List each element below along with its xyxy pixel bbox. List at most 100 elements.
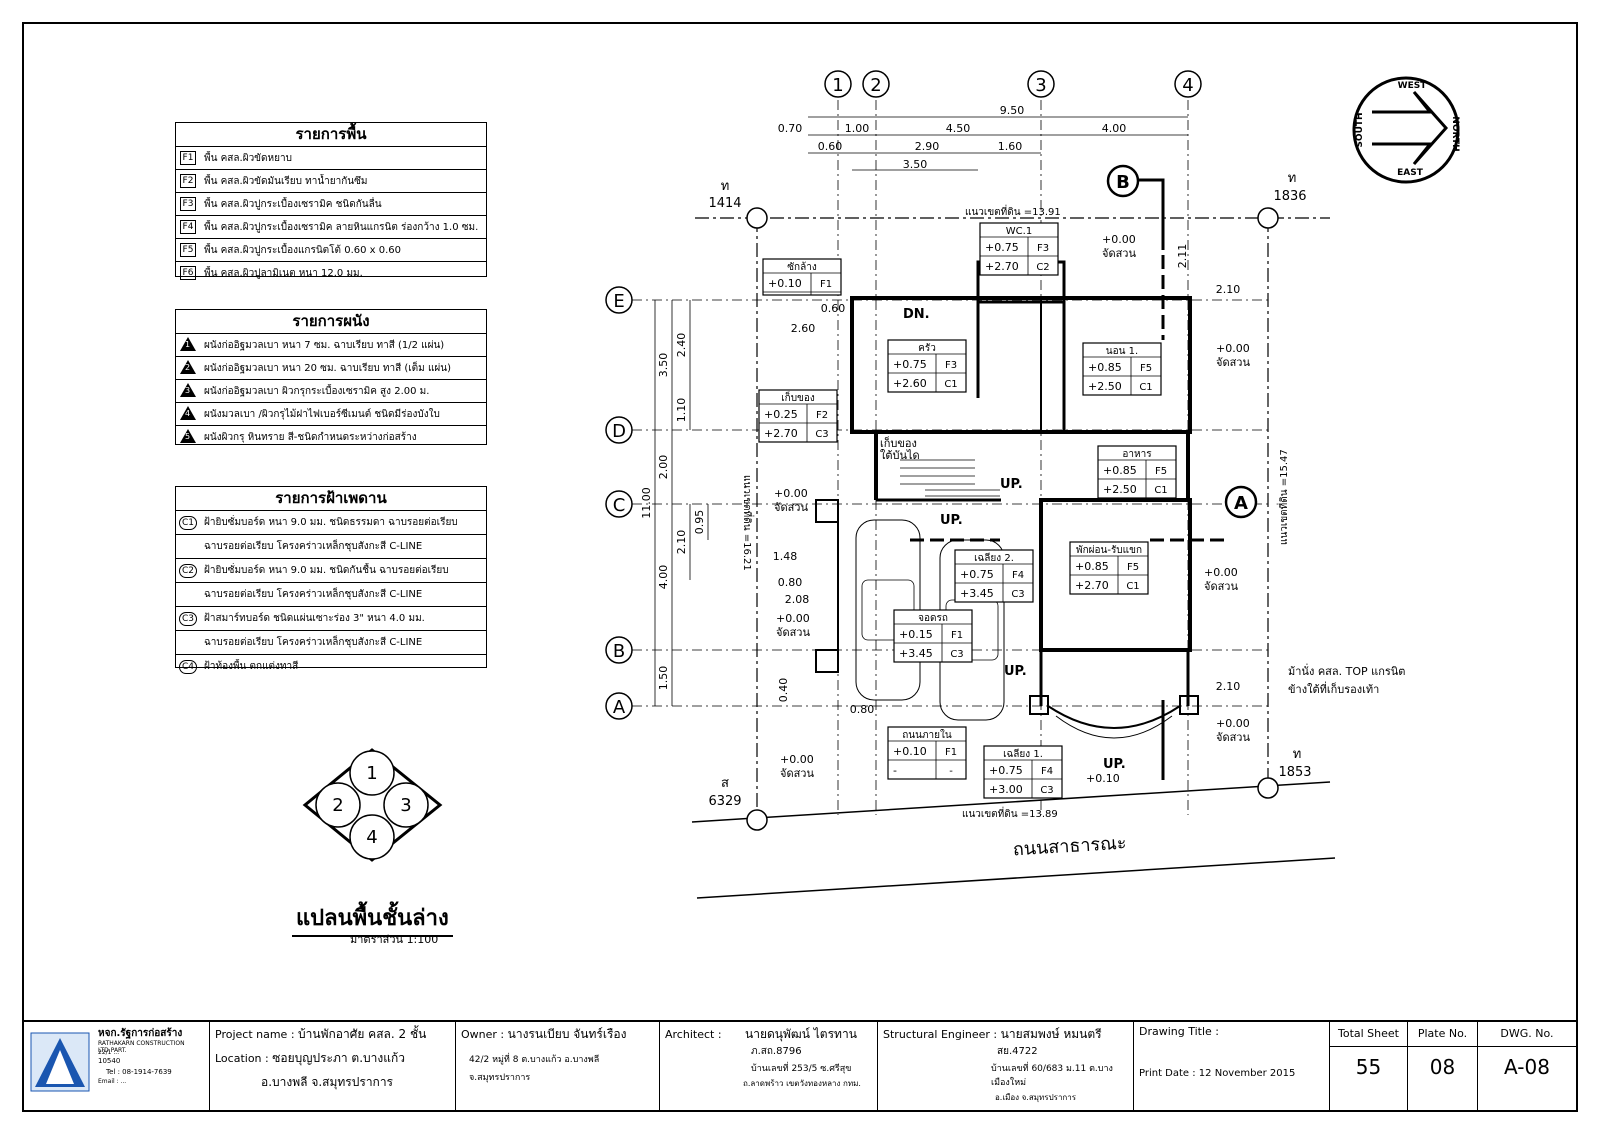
- marker-t-1836: ท: [1288, 171, 1297, 186]
- room-height: -: [893, 764, 897, 777]
- tb-struct: Structural Engineer : นายสมพงษ์ หมนตรี ส…: [878, 1022, 1134, 1112]
- ceiling-legend-row: ฉาบรอยต่อเรียบ โครงคร่าวเหล็กชุบสังกะสี …: [176, 535, 486, 559]
- ceiling-legend-text: ฝ้ายิบซั่มบอร์ด หนา 9.0 มม. ชนิดกันชื้น …: [204, 565, 449, 576]
- dim-inner-080b: 0.80: [850, 703, 875, 716]
- marker-t-1414: ท: [721, 179, 730, 194]
- room-name: ซักล้าง: [787, 261, 817, 273]
- room-ceiling-code: C3: [1011, 589, 1024, 600]
- room-height: +2.70: [1075, 579, 1109, 592]
- room-name: เฉลียง 1.: [1003, 748, 1043, 760]
- floor-legend-code: F1: [176, 151, 200, 165]
- room-level: +0.85: [1088, 361, 1122, 374]
- grid-row-c: C: [613, 495, 626, 516]
- ceiling-code-badge: C1: [178, 515, 197, 530]
- tb-plate-label: Plate No.: [1408, 1022, 1477, 1047]
- tb-company-email: Email : ...: [98, 1078, 127, 1085]
- drawing-sheet-border: [22, 22, 1578, 1112]
- garden-lvl-6: +0.00: [1216, 717, 1250, 730]
- room-ceiling-code: C2: [1036, 262, 1049, 273]
- room-floor-code: F5: [1140, 363, 1152, 374]
- ceiling-legend-code: C1: [176, 515, 200, 530]
- room-level: +0.75: [989, 764, 1023, 777]
- ceiling-legend-code: C3: [176, 611, 200, 626]
- room-floor-code: F3: [1037, 243, 1049, 254]
- marker-s-6329: ส: [721, 776, 729, 791]
- room-height: +2.50: [1103, 483, 1137, 496]
- road-label: ถนนสาธารณะ: [1012, 833, 1127, 861]
- room-level: +0.85: [1075, 560, 1109, 573]
- stair-up-3: UP.: [1004, 664, 1027, 679]
- room-name: อาหาร: [1122, 449, 1152, 460]
- grid-row-e: E: [613, 291, 624, 312]
- dim-left-095: 0.95: [693, 510, 706, 535]
- boundary-right: แนวเขตที่ดิน =15.47: [1276, 449, 1290, 545]
- wall-type-icon: 2: [185, 362, 191, 372]
- ceiling-code-badge: C3: [178, 611, 197, 626]
- dim-inner-210a: 2.10: [1216, 283, 1241, 296]
- dim-left-total: 11.00: [640, 487, 653, 519]
- wall-legend-title: รายการผนัง: [176, 310, 486, 334]
- room-floor-code: F4: [1041, 766, 1053, 777]
- tb-plate: Plate No. 08: [1408, 1022, 1478, 1112]
- dim-top-350: 3.50: [903, 158, 928, 171]
- marker-t-1853: ท: [1293, 747, 1302, 762]
- garden-txt-4: จัดสวน: [1204, 580, 1238, 593]
- tb-company-addr: 22/1 ...: [98, 1049, 120, 1056]
- room-name: นอน 1.: [1106, 346, 1138, 357]
- room-height: +2.50: [1088, 380, 1122, 393]
- tb-dwg: DWG. No. A-08: [1478, 1022, 1576, 1112]
- marker-1853: 1853: [1278, 765, 1311, 780]
- tb-total-sheet: Total Sheet 55: [1330, 1022, 1408, 1112]
- company-logo: [30, 1032, 90, 1092]
- dim-top-160: 1.60: [998, 140, 1023, 153]
- room-name: เก็บของ: [781, 390, 815, 404]
- room-level: +0.75: [985, 241, 1019, 254]
- wall-type-icon: 3: [185, 385, 191, 395]
- key-plan: 1 2 3 4: [302, 748, 443, 862]
- floor-legend-code: F3: [176, 197, 200, 211]
- room-height: +3.45: [899, 647, 933, 660]
- porch-level: +0.10: [1086, 772, 1120, 785]
- room-floor-code: F2: [816, 410, 828, 421]
- tb-location-1: ซอยบุญประภา ต.บางแก้ว: [272, 1051, 405, 1065]
- ceiling-legend-text: ฝ้าสมาร์ทบอร์ด ชนิดแผ่นเซาะร่อง 3" หนา 4…: [204, 613, 425, 624]
- tb-location-2: อ.บางพลี จ.สมุทรปราการ: [261, 1075, 393, 1089]
- stair-store-1: เก็บของ: [880, 436, 917, 450]
- wall-legend-code: 5: [176, 428, 200, 446]
- wall-type-icon: 5: [185, 431, 191, 441]
- grid-col-1: 1: [832, 75, 843, 96]
- ceiling-legend-text: ฉาบรอยต่อเรียบ โครงคร่าวเหล็กชุบสังกะสี …: [204, 541, 423, 552]
- tb-architect-lic: ภ.สถ.8796: [751, 1046, 802, 1057]
- garden-lvl-2: +0.00: [1216, 342, 1250, 355]
- room-name: ถนนภายใน: [902, 729, 952, 741]
- dim-left-200: 2.00: [657, 455, 670, 480]
- ceiling-legend-text: ฉาบรอยต่อเรียบ โครงคร่าวเหล็กชุบสังกะสี …: [204, 589, 423, 600]
- room-name: จอดรถ: [918, 613, 948, 624]
- dim-inner-148: 1.48: [773, 550, 798, 563]
- bench-note-1: ม้านั่ง คสล. TOP แกรนิต: [1288, 663, 1405, 678]
- room-level: +0.25: [764, 408, 798, 421]
- tb-struct-addr1: บ้านเลขที่ 60/683 ม.11 ต.บางเมืองใหม่: [991, 1064, 1113, 1088]
- wall-type-icon: 4: [185, 408, 191, 418]
- room-height: +3.00: [989, 783, 1023, 796]
- dim-inner-208: 2.08: [785, 593, 810, 606]
- grid-col-3: 3: [1035, 75, 1046, 96]
- tb-company-en: RATHAKARN CONSTRUCTION LTD.PART.: [98, 1040, 185, 1054]
- room-height: +3.45: [960, 587, 994, 600]
- key-plan-num-1: 1: [366, 763, 377, 784]
- garden-lvl-5: +0.00: [776, 612, 810, 625]
- plan-scale: มาตราส่วน 1:100: [350, 933, 439, 946]
- tb-drawing-title: Drawing Title : Print Date : 12 November…: [1134, 1022, 1330, 1112]
